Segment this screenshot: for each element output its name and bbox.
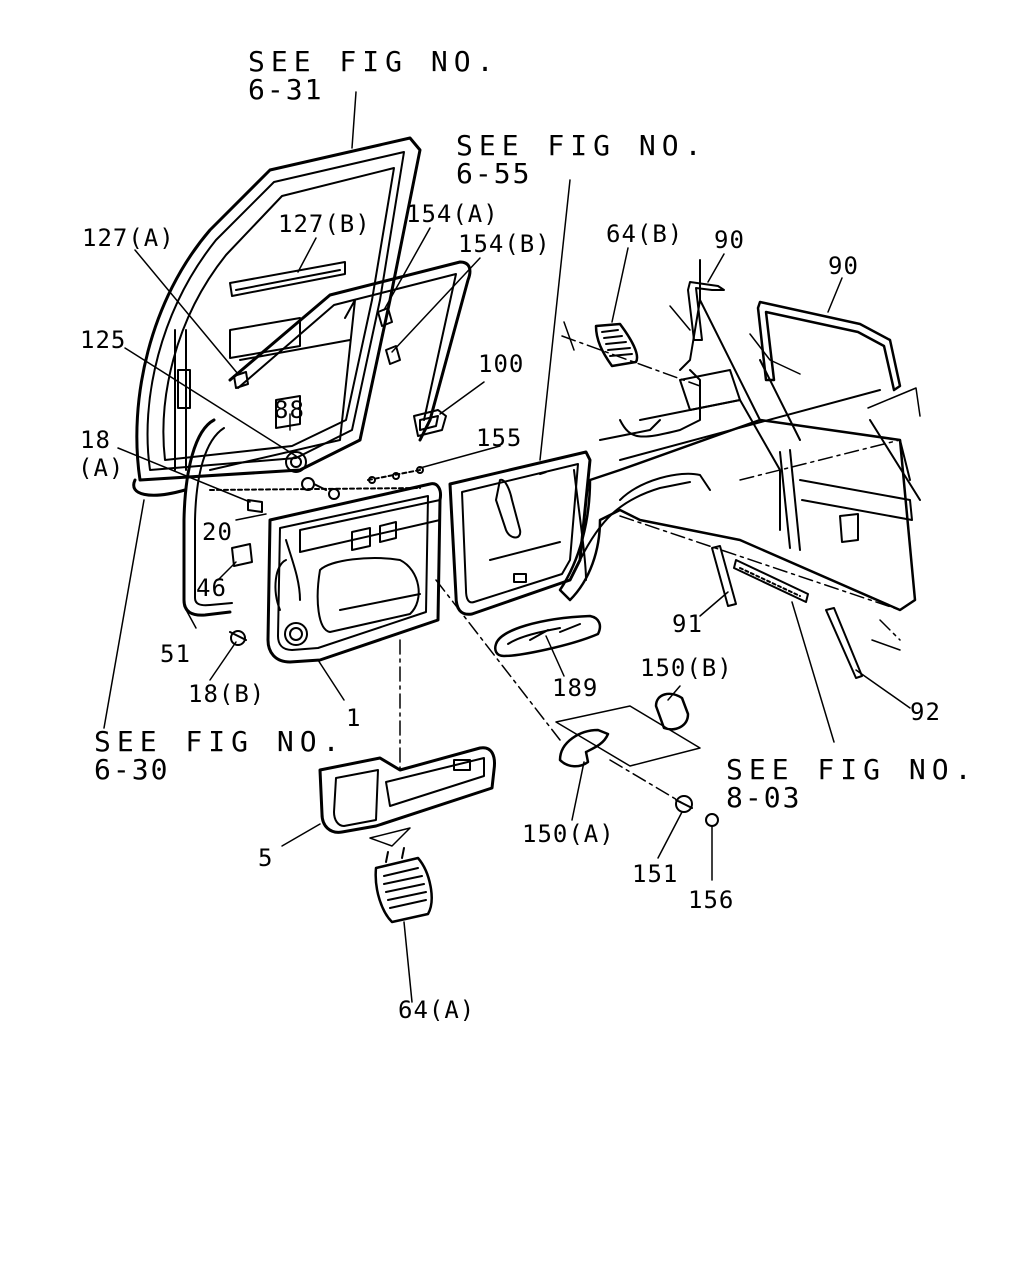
ref-line2: 6-30 — [94, 753, 170, 786]
callout-156: 156 — [688, 886, 735, 914]
callout-150b: 150(B) — [640, 654, 733, 682]
callout-51: 51 — [160, 640, 191, 668]
ref-line1: SEE FIG NO. — [248, 45, 500, 78]
callout-125: 125 — [80, 326, 127, 354]
vent-grille-64a — [374, 847, 433, 924]
weatherstrip-51 — [182, 418, 233, 617]
callout-64b: 64(B) — [606, 220, 684, 248]
callout-90-small: 90 — [714, 226, 745, 254]
ref-line1: SEE FIG NO. — [94, 725, 346, 758]
ref-note-6-30: SEE FIG NO. 6-30 — [94, 728, 345, 784]
ref-line1: SEE FIG NO. — [456, 129, 708, 162]
callout-18a-suffix: (A) — [78, 454, 125, 482]
callout-150a: 150(A) — [522, 820, 615, 848]
callout-127b: 127(B) — [278, 210, 371, 238]
callout-92: 92 — [910, 698, 941, 726]
small-fasteners — [209, 307, 424, 646]
callout-127a: 127(A) — [82, 224, 175, 252]
callout-155: 155 — [476, 424, 523, 452]
callout-151: 151 — [632, 860, 679, 888]
callout-46: 46 — [196, 574, 227, 602]
ref-line1: SEE FIG NO. — [726, 753, 978, 786]
phantom-outlines — [369, 305, 921, 847]
ref-line2: 6-31 — [248, 73, 324, 106]
weatherstrip-127b — [229, 261, 346, 297]
vent-grille-64b — [594, 322, 639, 368]
callout-154b: 154(B) — [458, 230, 551, 258]
rear-door-trim-panel — [448, 450, 592, 616]
callout-20: 20 — [202, 518, 233, 546]
leader-lines — [103, 91, 911, 1003]
callout-154a: 154(A) — [406, 200, 499, 228]
hooks-150 — [558, 692, 719, 827]
callout-18a-number: 18 — [80, 426, 111, 454]
pocket-100 — [413, 409, 447, 437]
ref-note-8-03: SEE FIG NO. 8-03 — [726, 756, 977, 812]
ref-note-6-55: SEE FIG NO. 6-55 — [456, 132, 707, 188]
callout-1: 1 — [346, 704, 362, 732]
guide-lines — [399, 335, 901, 805]
callout-90-large: 90 — [828, 252, 859, 280]
callout-189: 189 — [552, 674, 599, 702]
ref-line2: 8-03 — [726, 781, 802, 814]
quarter-trim-panel — [558, 259, 921, 612]
ref-line2: 6-55 — [456, 157, 532, 190]
ref-note-6-31: SEE FIG NO. 6-31 — [248, 48, 499, 104]
side-trim-strips — [711, 545, 863, 679]
callout-91: 91 — [672, 610, 703, 638]
armrest-189 — [494, 614, 602, 658]
lower-trim-panel-5 — [318, 746, 496, 834]
callout-5: 5 — [258, 844, 274, 872]
callout-100: 100 — [478, 350, 525, 378]
door-window-frame — [132, 136, 422, 497]
moulding-90 — [687, 281, 902, 392]
front-door-trim-panel — [266, 482, 442, 664]
callout-18b: 18(B) — [188, 680, 266, 708]
callout-64a: 64(A) — [398, 996, 476, 1024]
callout-88: 88 — [274, 396, 305, 424]
